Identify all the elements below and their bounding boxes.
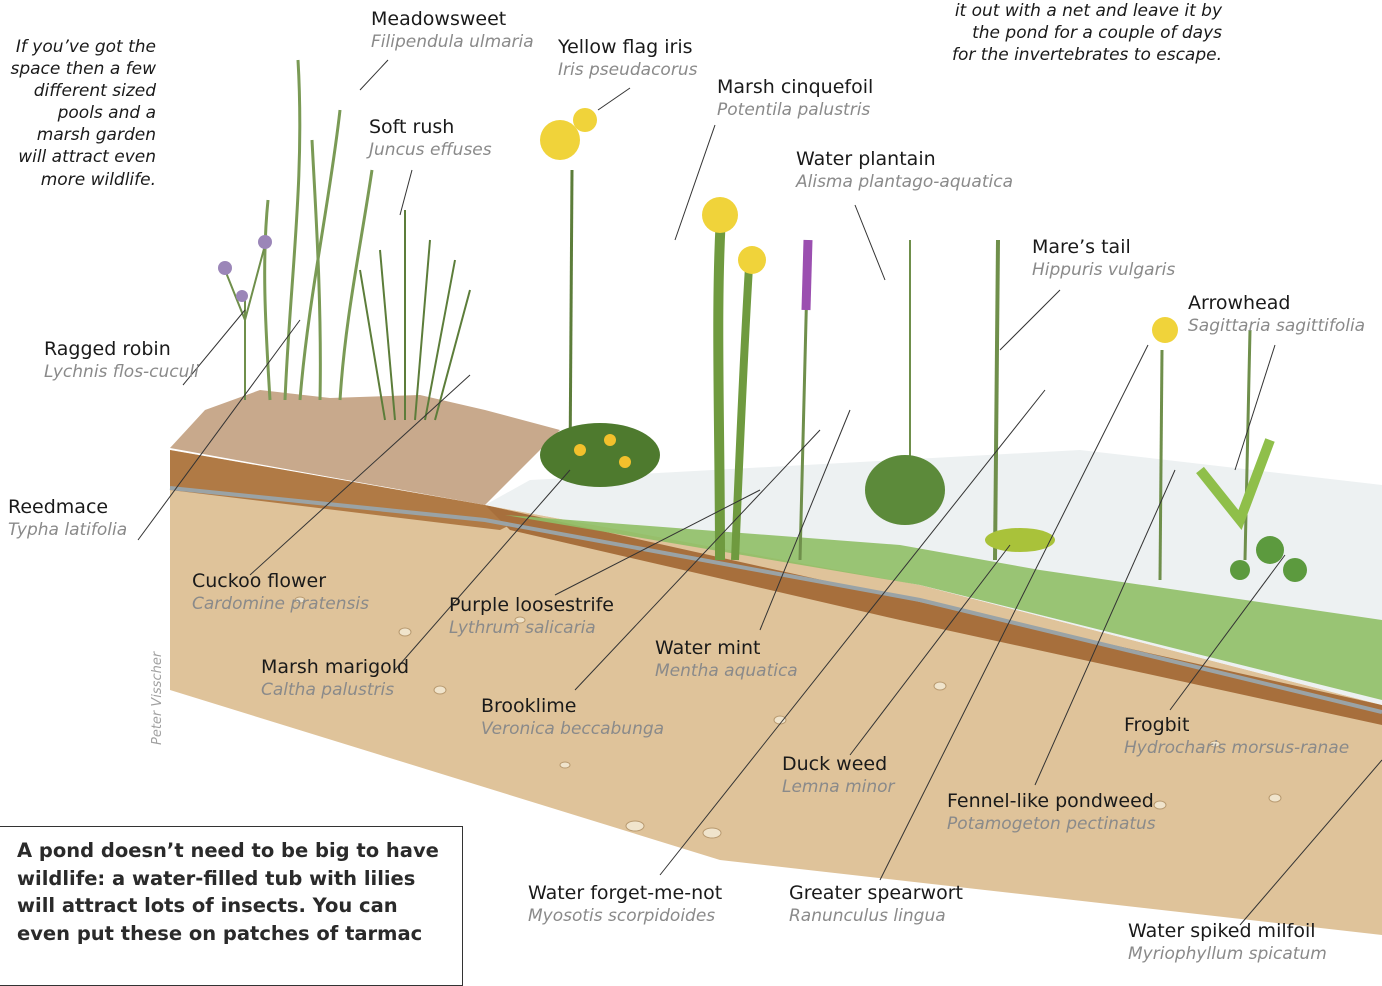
plant-common-name: Water plantain [796,148,1013,172]
plant-latin-name: Sagittaria sagittifolia [1188,316,1365,337]
plant-common-name: Arrowhead [1188,292,1365,316]
plant-latin-name: Ranunculus lingua [789,906,963,927]
plant-latin-name: Lychnis flos-cuculi [44,362,199,383]
plant-latin-name: Potamogeton pectinatus [947,814,1156,835]
plant-common-name: Fennel-like pondweed [947,790,1156,814]
plant-common-name: Mare’s tail [1032,236,1175,260]
plant-latin-name: Myriophyllum spicatum [1128,944,1327,965]
plant-common-name: Frogbit [1124,714,1349,738]
plant-common-name: Yellow flag iris [558,36,697,60]
marsh-marigold-plant [540,423,660,487]
plant-latin-name: Juncus effuses [369,140,492,161]
plant-common-name: Water mint [655,637,798,661]
plant-latin-name: Lythrum salicaria [449,618,614,639]
plant-latin-name: Hydrocharis morsus-ranae [1124,738,1349,759]
plant-common-name: Purple loosestrife [449,594,614,618]
water-plantain-plant [865,240,945,525]
plant-latin-name: Hippuris vulgaris [1032,260,1175,281]
plant-common-name: Brooklime [481,695,664,719]
plant-common-name: Duck weed [782,753,895,777]
illustrator-credit: Peter Visscher [150,652,165,745]
plant-latin-name: Alisma plantago-aquatica [796,172,1013,193]
reedmace-plant [265,60,372,400]
plant-common-name: Marsh marigold [261,656,409,680]
note-left: If you’ve got the space then a few diffe… [10,36,156,191]
plant-latin-name: Myosotis scorpidoides [528,906,722,927]
plant-common-name: Ragged robin [44,338,199,362]
plant-common-name: Cuckoo flower [192,570,369,594]
plant-common-name: Soft rush [369,116,492,140]
plant-latin-name: Veronica beccabunga [481,719,664,740]
plant-common-name: Reedmace [8,496,127,520]
plant-latin-name: Iris pseudacorus [558,60,697,81]
callout-box: A pond doesn’t need to be big to have wi… [0,826,463,986]
yellow-flag-iris-plant [540,108,597,470]
plant-common-name: Water spiked milfoil [1128,920,1327,944]
note-right: it out with a net and leave it by the po… [950,0,1222,66]
duck-weed-patch [985,528,1055,552]
plant-latin-name: Mentha aquatica [655,661,798,682]
plant-latin-name: Cardomine pratensis [192,594,369,615]
plant-latin-name: Potentila palustris [717,100,873,121]
plant-latin-name: Lemna minor [782,777,895,798]
plant-common-name: Water forget-me-not [528,882,722,906]
soft-rush-plant [360,210,470,420]
plant-latin-name: Caltha palustris [261,680,409,701]
plant-common-name: Greater spearwort [789,882,963,906]
plant-common-name: Marsh cinquefoil [717,76,873,100]
plant-latin-name: Typha latifolia [8,520,127,541]
callout-text: A pond doesn’t need to be big to have wi… [17,837,448,948]
plant-latin-name: Filipendula ulmaria [371,32,534,53]
plant-common-name: Meadowsweet [371,8,534,32]
